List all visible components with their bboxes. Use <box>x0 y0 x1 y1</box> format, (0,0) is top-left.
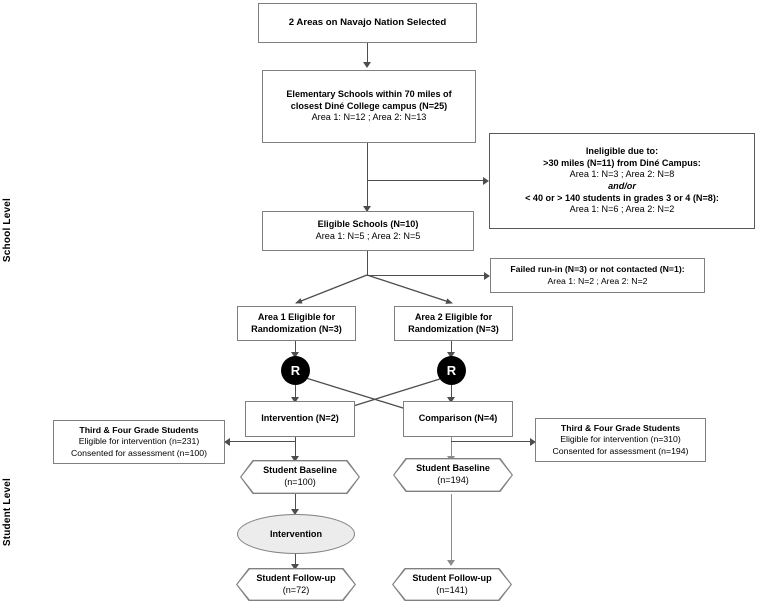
area2-eligible-randomization-line-0: Area 2 Eligible for <box>414 311 493 322</box>
node-failed-runin[interactable]: Failed run-in (N=3) or not contacted (N=… <box>490 258 705 293</box>
node-area1-eligible-randomization[interactable]: Area 1 Eligible for Randomization (N=3) <box>237 306 356 341</box>
baseline-left-line-0: Student Baseline <box>263 465 337 476</box>
node-followup-left[interactable]: Student Follow-up (n=72) <box>236 568 356 601</box>
ineligible-line-0: Ineligible due to: <box>585 146 659 157</box>
elementary-schools-line-0: Elementary Schools within 70 miles of <box>286 89 452 100</box>
followup-right-line-0: Student Follow-up <box>412 572 492 583</box>
arrowhead-area2-to-randomize <box>447 352 455 358</box>
connector-randomize-right-to-comparison <box>451 384 453 400</box>
baseline-right-line-1: (n=194) <box>437 475 469 485</box>
node-intervention-activity[interactable]: Intervention <box>237 514 355 554</box>
arrowhead-intervention-activity-to-followup <box>291 564 299 570</box>
area2-eligible-randomization-line-1: Randomization (N=3) <box>408 323 499 334</box>
node-students-left[interactable]: Third & Four Grade Students Eligible for… <box>53 420 225 464</box>
arrowhead-baseline-right-to-followup <box>447 560 455 566</box>
randomization-node-left[interactable]: R <box>281 356 310 385</box>
arrowhead-areas-to-elementary <box>363 62 371 68</box>
arrowhead-elementary-to-eligible <box>363 206 371 212</box>
node-area2-eligible-randomization[interactable]: Area 2 Eligible for Randomization (N=3) <box>394 306 513 341</box>
arrowhead-to-ineligible <box>483 177 489 185</box>
students-left-line-1: Eligible for intervention (n=231) <box>78 436 200 447</box>
connector-comparison-to-students-right <box>451 441 533 443</box>
eligible-schools-line-0: Eligible Schools (N=10) <box>317 219 419 230</box>
node-comparison-arm[interactable]: Comparison (N=4) <box>403 401 513 437</box>
students-right-line-2: Consented for assessment (n=194) <box>552 445 689 456</box>
failed-runin-line-1: Area 1: N=2 ; Area 2: N=2 <box>547 275 648 286</box>
node-elementary-schools[interactable]: Elementary Schools within 70 miles of cl… <box>262 70 476 143</box>
node-ineligible[interactable]: Ineligible due to: >30 miles (N=11) from… <box>489 133 755 229</box>
arrowhead-baseline-to-intervention-activity <box>291 509 299 515</box>
arrowhead-to-students-left <box>224 438 230 446</box>
students-left-line-0: Third & Four Grade Students <box>79 425 199 436</box>
connector-area2-to-randomize <box>451 340 453 355</box>
baseline-right-fill <box>394 459 512 491</box>
node-baseline-left[interactable]: Student Baseline (n=100) <box>240 460 360 494</box>
arrowhead-to-failed-runin <box>484 272 490 280</box>
arrowhead-randomize-left-to-intervention <box>291 397 299 403</box>
intervention-activity-label: Intervention <box>269 529 323 539</box>
eligible-schools-line-1: Area 1: N=5 ; Area 2: N=5 <box>315 231 421 241</box>
connector-elementary-to-eligible <box>367 143 369 211</box>
connector-baseline-right-to-followup <box>451 494 453 565</box>
area1-eligible-randomization-line-0: Area 1 Eligible for <box>257 311 336 322</box>
followup-right-line-1: (n=141) <box>436 584 468 595</box>
connector-intervention-to-students-left <box>230 441 296 443</box>
connector-baseline-to-intervention-activity <box>295 494 297 513</box>
node-students-right[interactable]: Third & Four Grade Students Eligible for… <box>535 418 706 462</box>
node-intervention-arm[interactable]: Intervention (N=2) <box>245 401 355 437</box>
baseline-right-line-0: Student Baseline <box>416 463 490 474</box>
students-right-line-1: Eligible for intervention (n=310) <box>560 434 681 445</box>
randomization-left-label: R <box>290 363 301 378</box>
randomization-node-right[interactable]: R <box>437 356 466 385</box>
connector-comparison-to-baseline <box>451 436 453 461</box>
connector-randomize-left-to-intervention <box>295 384 297 400</box>
followup-right-fill <box>393 569 511 600</box>
followup-left-fill <box>237 569 355 600</box>
connector-to-failed-runin <box>367 275 486 277</box>
randomization-right-label: R <box>446 363 457 378</box>
node-areas-selected[interactable]: 2 Areas on Navajo Nation Selected <box>258 3 477 43</box>
connector-intervention-to-baseline <box>295 436 297 461</box>
ineligible-line-3: and/or <box>608 181 636 191</box>
students-right-line-0: Third & Four Grade Students <box>560 423 681 434</box>
ineligible-line-5: Area 1: N=6 ; Area 2: N=2 <box>569 204 675 215</box>
followup-left-line-0: Student Follow-up <box>256 572 336 583</box>
followup-left-line-1: (n=72) <box>282 584 310 595</box>
connector-areas-to-elementary <box>367 42 369 64</box>
comparison-arm-label: Comparison (N=4) <box>418 413 498 424</box>
node-followup-right[interactable]: Student Follow-up (n=141) <box>392 568 512 601</box>
area1-eligible-randomization-line-1: Randomization (N=3) <box>251 323 342 334</box>
arrowhead-intervention-to-baseline <box>291 456 299 462</box>
failed-runin-line-0: Failed run-in (N=3) or not contacted (N=… <box>510 264 685 275</box>
connector-to-ineligible <box>367 180 485 182</box>
ineligible-line-1: >30 miles (N=11) from Diné Campus: <box>543 157 701 168</box>
ineligible-line-4: < 40 or > 140 students in grades 3 or 4 … <box>525 192 719 203</box>
arrowhead-to-students-right <box>530 438 536 446</box>
connector-area1-to-randomize <box>295 340 297 355</box>
elementary-schools-line-1: closest Diné College campus (N=25) <box>290 100 448 111</box>
connector-eligible-down <box>367 240 369 276</box>
baseline-left-line-1: (n=100) <box>284 477 316 487</box>
node-eligible-schools[interactable]: Eligible Schools (N=10) Area 1: N=5 ; Ar… <box>262 211 474 251</box>
arrowhead-area1-to-randomize <box>291 352 299 358</box>
intervention-arm-label: Intervention (N=2) <box>261 413 339 424</box>
elementary-schools-line-2: Area 1: N=12 ; Area 2: N=13 <box>311 112 427 123</box>
node-baseline-right[interactable]: Student Baseline (n=194) <box>393 458 513 492</box>
connector-intervention-activity-to-followup <box>295 552 297 569</box>
ineligible-line-2: Area 1: N=3 ; Area 2: N=8 <box>569 169 675 180</box>
students-left-line-2: Consented for assessment (n=100) <box>71 447 207 458</box>
arrowhead-randomize-right-to-comparison <box>447 397 455 403</box>
areas-selected-line-0: 2 Areas on Navajo Nation Selected <box>288 16 447 28</box>
baseline-left-fill <box>241 461 359 493</box>
